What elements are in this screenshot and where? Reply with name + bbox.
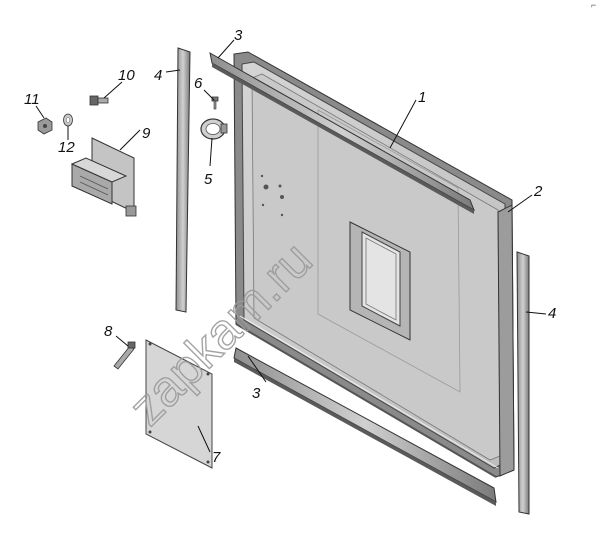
channel-strip-top-part-3	[209, 52, 475, 214]
callout-labels: 1 2 3 3 4 4 5 6 7 8 9 10 11 12	[24, 27, 556, 466]
vertical-strip-left-part-4	[175, 47, 191, 313]
clamp-ring-part-5	[200, 118, 228, 140]
callout-7: 7	[212, 449, 221, 466]
vertical-strip-right-part-4	[516, 251, 530, 515]
channel-strip-bottom-part-3	[233, 347, 497, 506]
callout-4-right: 4	[548, 305, 556, 322]
inspection-window	[349, 221, 411, 341]
callout-3-top: 3	[234, 27, 243, 44]
callout-12: 12	[58, 139, 75, 156]
panel-mounting-holes	[260, 174, 284, 217]
screw-part-6	[211, 96, 219, 110]
callout-3-bottom: 3	[252, 385, 261, 402]
leader-lines	[35, 39, 547, 453]
bolt-part-8	[113, 341, 136, 370]
callout-6: 6	[194, 75, 203, 92]
corner-mark: ⌐	[591, 0, 596, 10]
nut-part-11	[37, 117, 53, 135]
bolt-part-10	[89, 95, 109, 106]
callout-8: 8	[104, 323, 113, 340]
washer-part-12	[63, 113, 73, 127]
callout-2: 2	[533, 183, 543, 200]
bracket-part-9	[70, 137, 137, 217]
callout-5: 5	[204, 171, 213, 188]
callout-4-left: 4	[154, 67, 162, 84]
cover-plate-part-7	[145, 339, 213, 469]
frame-seal-part-2	[497, 204, 515, 477]
callout-9: 9	[142, 125, 151, 142]
callout-1: 1	[418, 89, 426, 106]
callout-10: 10	[118, 67, 135, 84]
callout-11: 11	[24, 91, 40, 108]
